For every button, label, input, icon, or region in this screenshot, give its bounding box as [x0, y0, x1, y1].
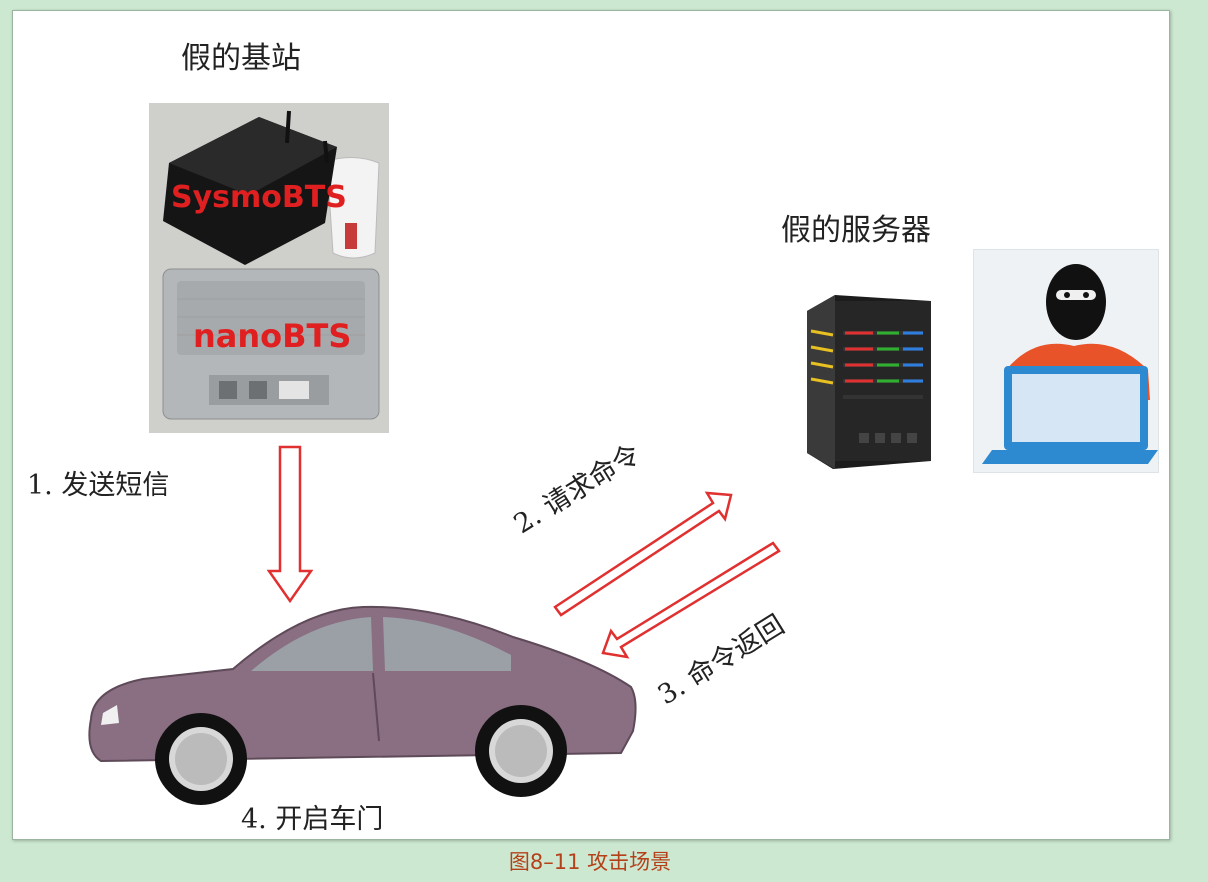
diagram-frame: 假的基站 SysmoBTS nanoBTS	[12, 10, 1170, 840]
step-1-send-sms: 1. 发送短信	[27, 470, 170, 501]
fake-server-title: 假的服务器	[781, 213, 931, 248]
sysmo-bts-label: SysmoBTS	[171, 180, 347, 215]
command-return-arrow	[601, 541, 781, 659]
base-station-photo: SysmoBTS nanoBTS	[149, 103, 389, 433]
step-4-open-door: 4. 开启车门	[241, 804, 384, 835]
server-tower-icon	[803, 293, 933, 471]
nano-bts-label: nanoBTS	[193, 317, 351, 355]
hacker-laptop-icon	[973, 249, 1159, 473]
car-icon	[73, 601, 645, 811]
figure-caption: 图8–11 攻击场景	[508, 850, 672, 874]
request-command-arrow	[553, 491, 733, 617]
send-sms-arrow	[266, 445, 314, 605]
request-response-arrows	[533, 469, 803, 659]
fake-bts-title: 假的基站	[181, 41, 301, 76]
